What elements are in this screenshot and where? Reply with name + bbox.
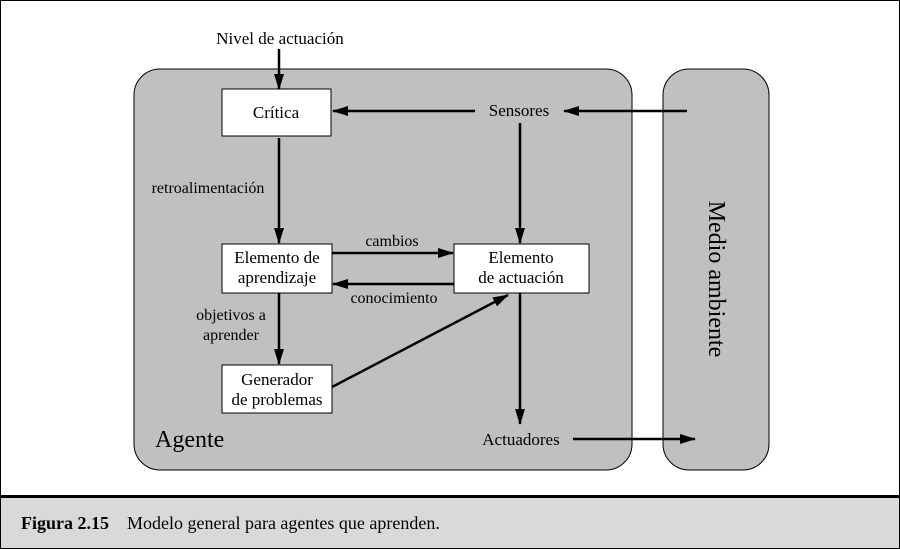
critica-label: Crítica <box>253 103 300 122</box>
environment-region <box>662 68 770 471</box>
sensores-label: Sensores <box>489 101 549 120</box>
environment-label: Medio ambiente <box>703 201 729 358</box>
caption-bar: Figura 2.15 Modelo general para agentes q… <box>1 495 899 548</box>
objetivos-label-2: aprender <box>203 327 260 344</box>
elemento-aprendizaje-label-2: aprendizaje <box>238 268 316 287</box>
objetivos-label-1: objetivos a <box>196 307 266 324</box>
actuadores-label: Actuadores <box>482 430 559 449</box>
generador-box <box>221 364 333 414</box>
elemento-actuacion-label-1: Elemento <box>488 248 553 267</box>
elemento-aprendizaje-box <box>221 243 333 294</box>
generador-label-2: de problemas <box>231 390 322 409</box>
conocimiento-label: conocimiento <box>350 290 437 307</box>
elemento-actuacion-label-2: de actuación <box>478 268 564 287</box>
diagram: Nivel de actuación Crítica Sensores retr… <box>133 29 770 471</box>
elemento-actuacion-box <box>453 243 590 294</box>
input-label: Nivel de actuación <box>216 29 344 48</box>
retroalimentacion-label: retroalimentación <box>152 180 265 197</box>
caption: Figura 2.15 Modelo general para agentes q… <box>21 513 440 534</box>
critica-box <box>221 88 332 137</box>
generador-label-1: Generador <box>241 370 313 389</box>
elemento-aprendizaje-label-1: Elemento de <box>234 248 319 267</box>
caption-text: Modelo general para agentes que aprenden… <box>127 513 440 533</box>
agent-label: Agente <box>155 427 224 453</box>
cambios-label: cambios <box>365 233 418 250</box>
arrow-generador-to-actuacion <box>331 293 509 389</box>
caption-number: Figura 2.15 <box>21 513 109 533</box>
